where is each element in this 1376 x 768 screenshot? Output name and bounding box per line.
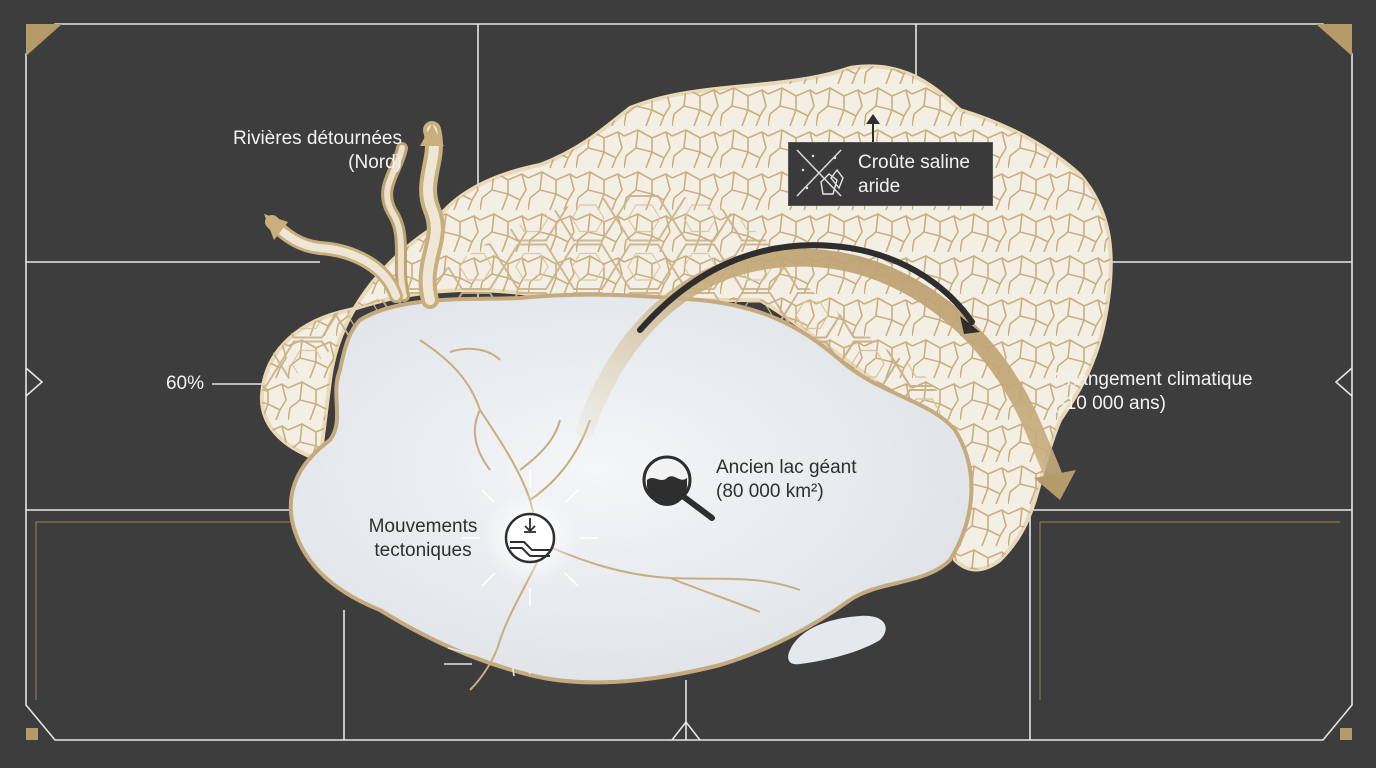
salt-crust-label-box — [788, 142, 993, 206]
percent-label: 60% — [165, 373, 204, 394]
magnifier-water-icon — [642, 455, 715, 521]
tectonic-fault-icon — [504, 512, 556, 564]
lake-label-line1: Ancien lac géant — [716, 457, 857, 478]
small-lake — [788, 615, 886, 665]
rivers-label: Rivières détournées (Nord) — [200, 127, 402, 175]
tectonic-label: Mouvements tectoniques — [352, 515, 494, 563]
lake-cracks — [419, 339, 801, 691]
climate-arrow — [576, 242, 1076, 500]
climate-change-label: Changement climatique (-10 000 ans) — [1053, 368, 1313, 416]
frame-gold-accents — [26, 24, 1352, 740]
rivers-label-line1: Rivières détournées — [233, 128, 402, 149]
salt-crystal-icon — [796, 149, 844, 197]
leader-lines — [212, 114, 880, 385]
lake-label-line2: (80 000 km²) — [716, 481, 824, 502]
ancient-lake-label: Ancien lac géant (80 000 km²) — [716, 456, 916, 504]
salt-crust-label: Croûte saline aride — [858, 151, 988, 199]
salt-label-line1: Croûte saline — [858, 152, 970, 173]
tecto-label-line2: tectoniques — [374, 540, 472, 561]
tecto-label-line1: Mouvements — [368, 516, 478, 537]
ancient-lake — [288, 292, 974, 685]
rivers-label-line2: (Nord) — [348, 152, 402, 173]
climate-label-line1: Changement climatique — [1053, 369, 1253, 390]
salt-label-line2: aride — [858, 176, 901, 197]
climate-label-line2: (-10 000 ans) — [1053, 393, 1167, 414]
frame-gold-lines — [35, 521, 1340, 700]
diverted-rivers — [264, 121, 445, 309]
